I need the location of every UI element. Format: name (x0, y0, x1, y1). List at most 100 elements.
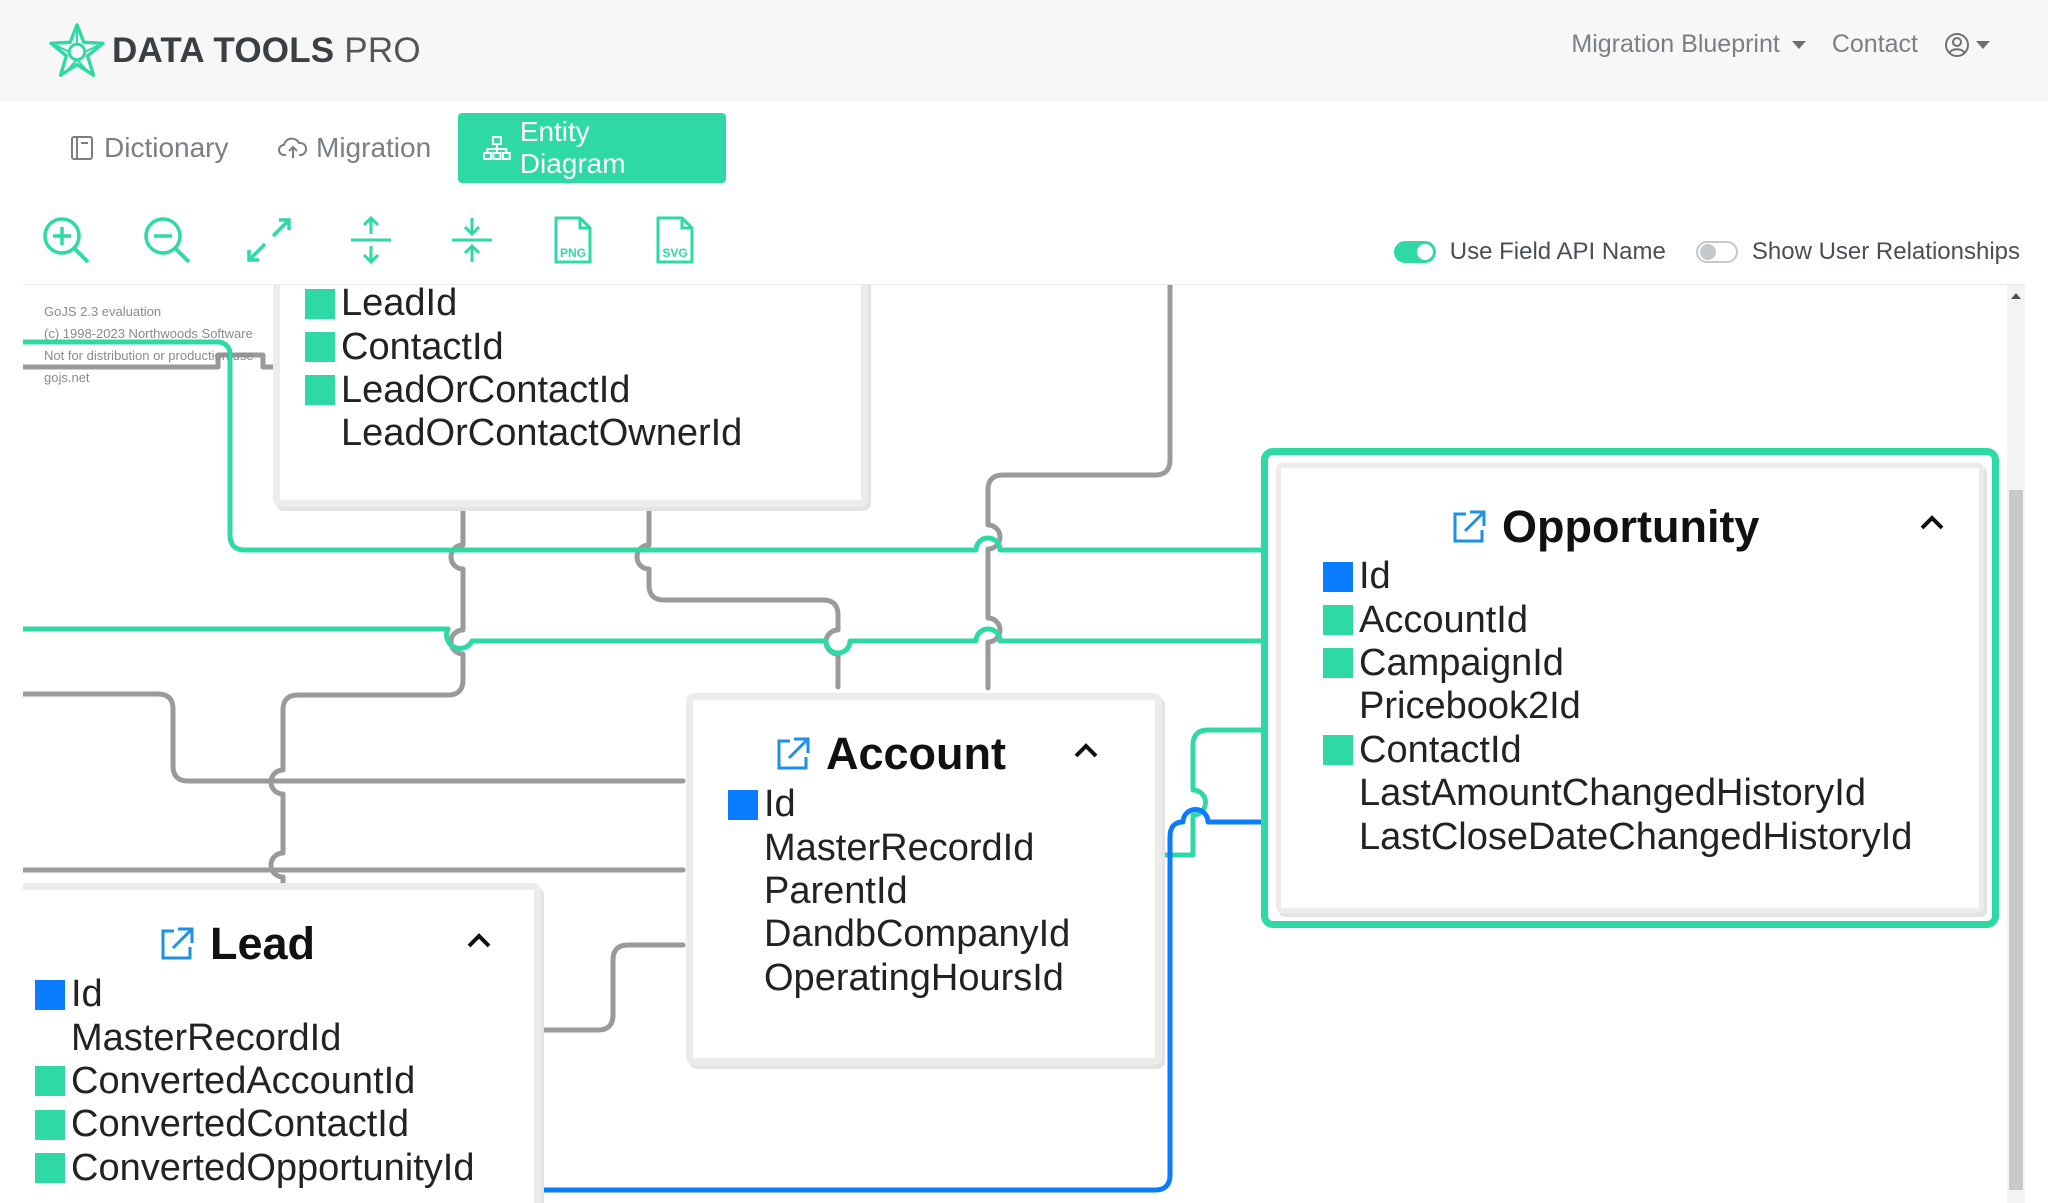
use-field-api-name-toggle[interactable]: Use Field API Name (1393, 238, 1666, 266)
diagram-toggles: Use Field API Name Show User Relationshi… (1364, 238, 2020, 266)
field-icon-blank (35, 1023, 65, 1053)
brand[interactable]: DATA TOOLS PRO (48, 22, 421, 80)
foreign-key-icon (305, 288, 335, 319)
tab-dictionary-label: Dictionary (104, 132, 229, 163)
field-row[interactable]: LastCloseDateChangedHistoryId (1323, 815, 1912, 858)
collapse-chevron-up-icon[interactable] (466, 931, 492, 949)
field-row[interactable]: Id (1323, 555, 1912, 598)
user-menu-dropdown[interactable] (1944, 32, 1990, 58)
relationship-link (23, 626, 1276, 656)
field-name: ParentId (764, 869, 908, 912)
svg-label: SVG (662, 246, 687, 260)
watermark-line: Not for distribution or production use (44, 348, 254, 363)
field-row[interactable]: ContactId (305, 325, 742, 368)
toggle-switch-on[interactable] (1393, 241, 1436, 263)
export-png-icon[interactable]: PNG (548, 214, 600, 266)
field-row[interactable]: ConvertedOpportunityId (35, 1147, 474, 1190)
field-row[interactable]: Id (35, 973, 474, 1016)
field-list: Id MasterRecordId ConvertedAccountId Con… (35, 973, 474, 1190)
relationship-link (268, 497, 466, 888)
expand-icon[interactable] (243, 214, 295, 266)
field-row[interactable]: LeadOrContactOwnerId (305, 412, 742, 455)
field-name: LeadOrContactOwnerId (341, 412, 743, 455)
foreign-key-icon (1323, 648, 1353, 679)
field-icon-blank (1323, 692, 1353, 722)
tab-migration-label: Migration (316, 132, 432, 163)
external-link-icon[interactable] (158, 925, 196, 963)
scrollbar-thumb[interactable] (2009, 490, 2023, 1190)
entity-title-text: Lead (210, 918, 316, 969)
field-icon-blank (728, 833, 758, 863)
scroll-up-arrow[interactable] (2011, 293, 2021, 299)
watermark-line: (c) 1998-2023 Northwoods Software (44, 326, 253, 341)
field-row[interactable]: ContactId (1323, 729, 1912, 772)
field-name: DandbCompanyId (764, 913, 1071, 956)
brand-name-light: PRO (344, 31, 421, 70)
user-circle-icon (1945, 32, 1969, 57)
field-row[interactable]: Pricebook2Id (1323, 685, 1912, 728)
entity-node-account[interactable]: Account Id MasterRecordId ParentId Dandb… (686, 693, 1162, 1065)
entity-title: Opportunity (1450, 501, 1759, 553)
relationship-link (23, 339, 1276, 553)
vertical-scrollbar[interactable] (2007, 285, 2025, 1203)
entity-node-lead[interactable]: Lead Id MasterRecordId ConvertedAccountI… (23, 883, 541, 1203)
entity-node-inner (1276, 463, 1984, 913)
field-row[interactable]: LastAmountChangedHistoryId (1323, 772, 1912, 815)
field-row[interactable]: ParentId (728, 870, 1070, 913)
field-row[interactable]: OperatingHoursId (728, 957, 1070, 1000)
field-name: Id (764, 783, 796, 826)
field-row[interactable]: MasterRecordId (728, 826, 1070, 869)
tab-migration[interactable]: Migration (278, 113, 431, 183)
show-user-relationships-toggle[interactable]: Show User Relationships (1695, 238, 2020, 266)
field-row[interactable]: Id (728, 783, 1070, 826)
contact-label: Contact (1831, 30, 1918, 58)
field-row[interactable]: ConvertedAccountId (35, 1060, 474, 1103)
entity-node-partial[interactable]: LeadId ContactId LeadOrContactId LeadOrC… (273, 285, 868, 507)
field-row[interactable]: ConvertedContactId (35, 1103, 474, 1146)
entity-node-opportunity[interactable]: Opportunity Id AccountId CampaignId Pric… (1261, 448, 1999, 928)
relationship-link (23, 691, 686, 784)
primary-key-icon (728, 789, 758, 820)
field-row[interactable]: LeadId (305, 285, 742, 325)
gojs-watermark: GoJS 2.3 evaluation (c) 1998-2023 Northw… (44, 301, 254, 389)
collapse-vertical-icon[interactable] (446, 214, 498, 266)
export-svg-icon[interactable]: SVG (650, 214, 702, 266)
collapse-chevron-up-icon[interactable] (1919, 513, 1945, 531)
entity-diagram-canvas[interactable]: GoJS 2.3 evaluation (c) 1998-2023 Northw… (23, 284, 2025, 1203)
relationship-link (23, 352, 316, 370)
watermark-line: GoJS 2.3 evaluation (44, 304, 162, 319)
field-name: ConvertedContactId (71, 1103, 409, 1146)
external-link-icon[interactable] (1450, 508, 1488, 546)
field-name: ConvertedAccountId (71, 1059, 416, 1102)
chevron-down-icon (1791, 40, 1806, 49)
field-name: LastCloseDateChangedHistoryId (1359, 815, 1913, 858)
collapse-chevron-up-icon[interactable] (1073, 741, 1099, 759)
expand-vertical-icon[interactable] (345, 214, 397, 266)
migration-blueprint-dropdown[interactable]: Migration Blueprint (1571, 30, 1806, 59)
book-icon (71, 136, 93, 160)
nav-right: Migration Blueprint Contact (1545, 30, 1990, 59)
primary-key-icon (1323, 561, 1353, 592)
external-link-icon[interactable] (774, 735, 812, 773)
field-row[interactable]: DandbCompanyId (728, 913, 1070, 956)
toggle-switch-off[interactable] (1695, 241, 1738, 263)
field-icon-blank (305, 419, 335, 449)
field-row[interactable]: LeadOrContactId (305, 369, 742, 412)
tab-dictionary[interactable]: Dictionary (68, 113, 228, 183)
zoom-in-icon[interactable] (40, 214, 92, 266)
use-field-api-name-label: Use Field API Name (1449, 238, 1666, 265)
relationship-link (634, 497, 841, 690)
field-row[interactable]: MasterRecordId (35, 1016, 474, 1059)
zoom-out-icon[interactable] (141, 214, 193, 266)
field-name: MasterRecordId (764, 826, 1035, 869)
field-row[interactable]: CampaignId (1323, 642, 1912, 685)
field-name: CampaignId (1359, 641, 1564, 684)
contact-link[interactable]: Contact (1832, 30, 1918, 59)
field-row[interactable]: AccountId (1323, 598, 1912, 641)
field-icon-blank (728, 876, 758, 906)
tab-entity-diagram[interactable]: Entity Diagram (458, 113, 726, 183)
field-name: OperatingHoursId (764, 956, 1064, 999)
foreign-key-icon (35, 1153, 65, 1184)
png-label: PNG (560, 246, 586, 260)
entity-title: Lead (158, 918, 315, 970)
